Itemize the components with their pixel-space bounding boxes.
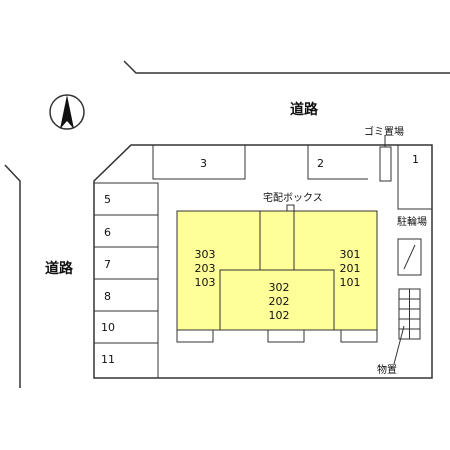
site-boundary bbox=[93, 144, 433, 379]
unit-label: 303 bbox=[195, 248, 216, 261]
storage-label: 物置 bbox=[377, 363, 397, 376]
parking-space-6: 6 bbox=[104, 226, 111, 239]
units-left: 303 203 103 bbox=[195, 248, 216, 289]
unit-label: 203 bbox=[195, 262, 216, 275]
storage-leader-line bbox=[393, 325, 405, 365]
unit-label: 201 bbox=[340, 262, 361, 275]
garbage-area bbox=[379, 146, 392, 182]
parking-space-10: 10 bbox=[101, 321, 115, 334]
left-parking-row bbox=[94, 182, 159, 378]
unit-label: 103 bbox=[195, 276, 216, 289]
delivery-box-marker bbox=[286, 204, 295, 212]
parking-space-1: 1 bbox=[412, 153, 419, 166]
road-edge-top bbox=[123, 60, 450, 74]
delivery-box-label: 宅配ボックス bbox=[263, 191, 323, 204]
parking-space-2: 2 bbox=[317, 157, 324, 170]
unit-label: 202 bbox=[269, 295, 290, 308]
unit-label: 102 bbox=[269, 309, 290, 322]
units-right: 301 201 101 bbox=[340, 248, 361, 289]
parking-space-8: 8 bbox=[104, 290, 111, 303]
road-edge-left bbox=[4, 164, 21, 388]
apartment-building bbox=[176, 210, 378, 331]
north-arrow-icon bbox=[49, 94, 85, 130]
parking-space-7: 7 bbox=[104, 258, 111, 271]
unit-label: 101 bbox=[340, 276, 361, 289]
parking-space-5: 5 bbox=[104, 193, 111, 206]
bicycle-parking-area bbox=[397, 238, 422, 276]
left-road-label: 道路 bbox=[45, 260, 74, 277]
unit-label: 302 bbox=[269, 281, 290, 294]
top-parking-row bbox=[152, 145, 432, 210]
parking-space-3: 3 bbox=[200, 157, 207, 170]
bicycle-parking-label: 駐輪場 bbox=[397, 215, 427, 228]
unit-label: 301 bbox=[340, 248, 361, 261]
top-road-label: 道路 bbox=[290, 101, 319, 118]
outdoor-units bbox=[176, 329, 378, 343]
parking-space-11: 11 bbox=[101, 353, 115, 366]
units-center: 302 202 102 bbox=[269, 281, 290, 322]
garbage-label: ゴミ置場 bbox=[364, 125, 404, 138]
